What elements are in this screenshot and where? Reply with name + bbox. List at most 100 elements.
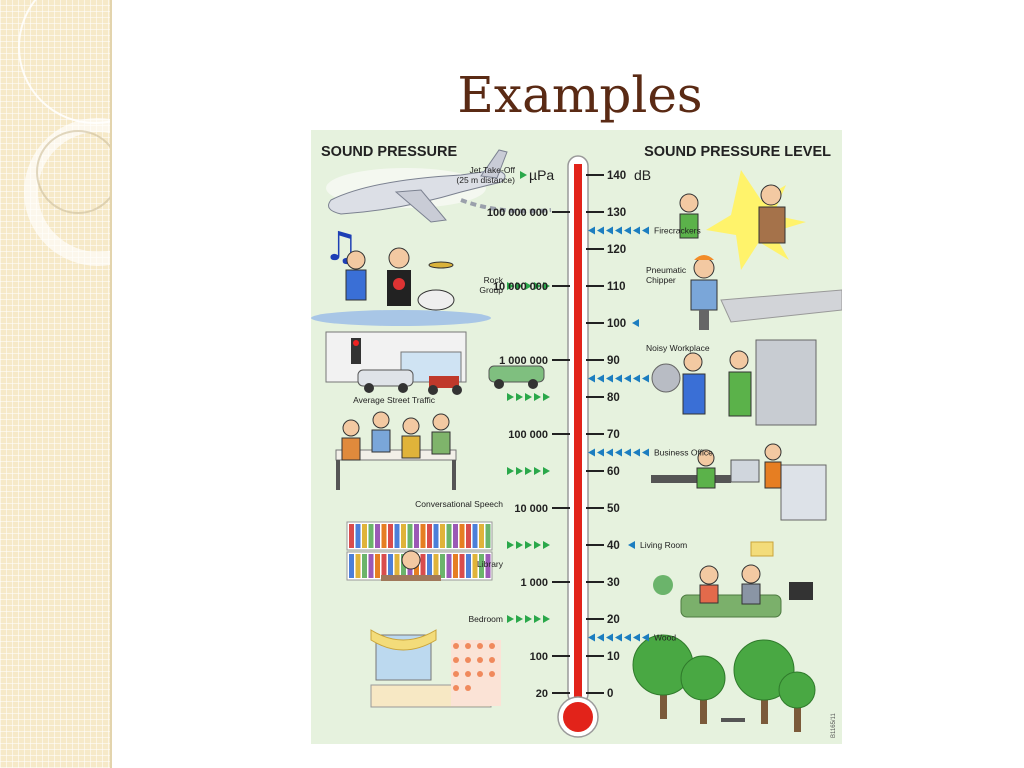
worker-body xyxy=(728,371,752,417)
motorcycle-wheel xyxy=(428,385,438,395)
clerk-body xyxy=(696,467,716,489)
pointer-arrow-left-icon xyxy=(606,226,613,235)
explosion-burst-icon xyxy=(706,170,806,270)
example-label-left: Library xyxy=(477,559,504,569)
thermometer xyxy=(507,155,649,738)
book xyxy=(427,554,432,578)
level-tick-label: 40 xyxy=(607,540,620,552)
wall-picture xyxy=(750,541,774,557)
example-label-right: Living Room xyxy=(640,540,687,550)
pointer-arrow-left-icon xyxy=(597,448,604,457)
computer-monitor-icon xyxy=(730,459,760,483)
wallpaper-flower xyxy=(453,657,459,663)
wallpaper-flower xyxy=(453,643,459,649)
level-tick-label: 70 xyxy=(607,429,620,441)
book xyxy=(368,554,374,578)
tree-trunk xyxy=(700,694,707,724)
level-tick-label: 20 xyxy=(607,614,620,626)
example-label-right: Chipper xyxy=(646,275,676,285)
pointer-arrow-left-icon xyxy=(597,226,604,235)
book xyxy=(453,524,458,548)
level-tick-label: 130 xyxy=(607,207,626,219)
pointer-arrow-right-icon xyxy=(543,393,550,401)
thermometer-bulb xyxy=(563,702,593,732)
book xyxy=(466,554,471,578)
book xyxy=(440,554,445,578)
book xyxy=(446,524,452,548)
copier-icon xyxy=(780,464,827,521)
example-label-right: Business Office xyxy=(654,448,713,458)
level-tick-label: 50 xyxy=(607,503,620,515)
book xyxy=(420,554,426,578)
pointer-arrow-right-icon xyxy=(516,541,523,549)
green-car-icon xyxy=(488,365,545,383)
pointer-arrow-right-icon xyxy=(534,467,541,475)
traffic-light-icon xyxy=(351,338,361,364)
pointer-arrow-right-icon xyxy=(543,467,550,475)
pressure-tick-label: 1 000 000 xyxy=(499,355,548,367)
book xyxy=(446,554,452,578)
thermometer-mercury xyxy=(574,164,582,704)
pointer-arrow-right-icon xyxy=(507,615,514,623)
study-desk xyxy=(381,575,441,581)
woman-head xyxy=(764,443,782,461)
jackhammer-icon xyxy=(699,310,709,330)
pointer-arrow-left-icon xyxy=(597,633,604,642)
book xyxy=(433,554,439,578)
book xyxy=(459,554,465,578)
car-wheel xyxy=(364,383,374,393)
decorative-ring xyxy=(36,130,112,214)
book xyxy=(433,524,439,548)
book xyxy=(459,524,465,548)
level-tick-label: 90 xyxy=(607,355,620,367)
example-label-right: Wood xyxy=(654,633,676,643)
pointer-arrow-left-icon xyxy=(588,448,595,457)
pointer-arrow-left-icon xyxy=(588,633,595,642)
book xyxy=(427,524,432,548)
person-head xyxy=(432,413,450,431)
level-tick-label: 60 xyxy=(607,466,620,478)
person-body xyxy=(401,435,421,459)
wallpaper-flower xyxy=(489,643,495,649)
book xyxy=(479,554,484,578)
pointer-arrow-right-icon xyxy=(534,615,541,623)
pointer-arrow-left-icon xyxy=(632,319,639,327)
worker-head xyxy=(683,352,703,372)
wallpaper-flower xyxy=(465,685,471,691)
pointer-arrow-right-icon xyxy=(534,541,541,549)
tree-trunk xyxy=(794,702,801,732)
decorative-side-band xyxy=(0,0,112,768)
pressure-tick-label: 100 xyxy=(530,651,548,663)
example-label-left: Conversational Speech xyxy=(415,499,503,509)
book xyxy=(472,554,478,578)
hard-hat xyxy=(694,255,714,260)
motorcycle-wheel xyxy=(452,385,462,395)
level-tick-label: 30 xyxy=(607,577,620,589)
book xyxy=(485,554,491,578)
wallpaper-flower xyxy=(465,671,471,677)
book xyxy=(453,554,458,578)
table-top xyxy=(335,449,457,461)
pointer-arrow-left-icon xyxy=(642,374,649,383)
level-tick-label: 120 xyxy=(607,244,626,256)
book xyxy=(440,524,445,548)
book xyxy=(355,554,361,578)
pointer-arrow-right-icon xyxy=(507,282,514,290)
book xyxy=(362,554,367,578)
pointer-arrow-left-icon xyxy=(628,541,635,549)
book xyxy=(381,524,387,548)
book xyxy=(466,524,471,548)
book xyxy=(394,554,400,578)
person-head xyxy=(699,565,719,585)
wallpaper-flower xyxy=(465,643,471,649)
jet-wing xyxy=(394,189,447,223)
person-body xyxy=(431,431,451,455)
illustration-layer: ♫ xyxy=(311,149,842,732)
pressure-tick-label: 20 xyxy=(536,688,548,700)
pointer-arrow-left-icon xyxy=(633,374,640,383)
book xyxy=(388,554,393,578)
woman-body xyxy=(758,206,786,244)
pointer-arrow-left-icon xyxy=(597,374,604,383)
